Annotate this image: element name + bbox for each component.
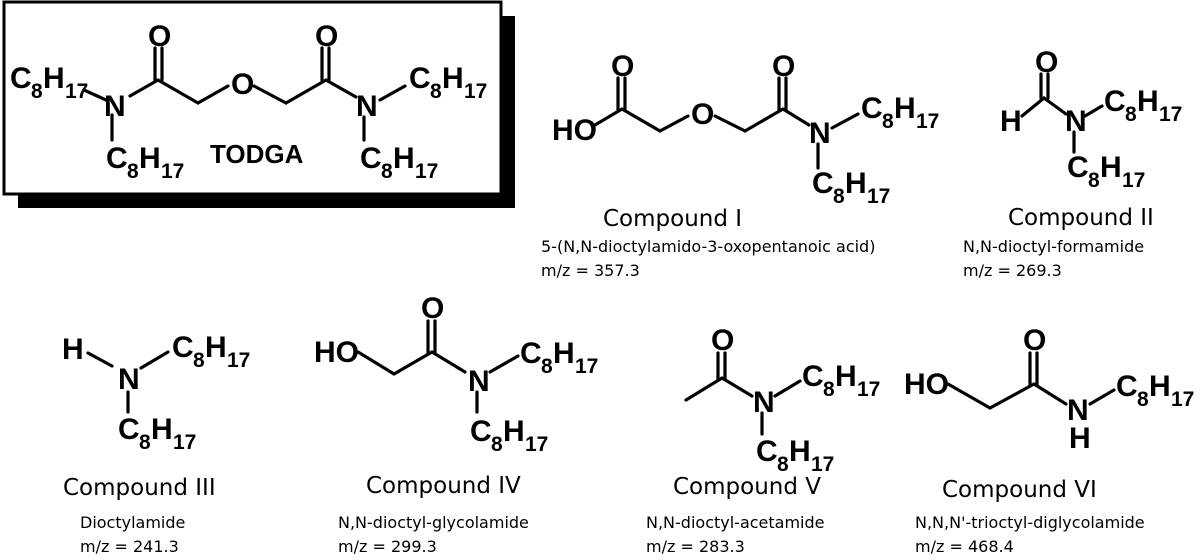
compound-1-octyl-top	[861, 92, 940, 133]
compound-2-structure: H O N	[1000, 46, 1183, 192]
compound-6-hydroxyl: HO	[904, 368, 949, 401]
compound-6-amide-hydrogen: H	[1069, 422, 1091, 455]
compound-4-octyl-top	[520, 337, 599, 378]
compound-3-nitrogen: N	[118, 363, 140, 396]
compound-4-nitrogen: N	[468, 365, 490, 398]
todga-ether-oxygen: O	[231, 68, 254, 101]
todga-structure: O O O N N TODGA	[2, 0, 515, 208]
compound-5-mz: m/z = 283.3	[646, 537, 745, 556]
compound-6-mz: m/z = 468.4	[915, 537, 1014, 556]
compound-2-iupac: N,N-dioctyl-formamide	[963, 237, 1144, 256]
compound-1-nitrogen: N	[809, 117, 831, 150]
compound-5-nitrogen: N	[753, 386, 775, 419]
compound-1-mz: m/z = 357.3	[541, 261, 640, 280]
compound-6-nitrogen: N	[1067, 394, 1089, 427]
compound-6-oxygen: O	[1023, 324, 1046, 357]
compound-1-octyl-bottom	[812, 167, 891, 208]
todga-nitrogen-left: N	[104, 90, 126, 123]
compound-5-name: Compound V	[673, 474, 821, 500]
compound-4-structure: HO O N	[314, 292, 599, 456]
compound-2-name: Compound II	[1008, 205, 1154, 231]
compound-5-structure: O N	[684, 324, 881, 476]
compound-5-octyl-bottom	[756, 435, 835, 476]
compound-1-hydroxyl: HO	[552, 114, 597, 147]
compound-3-octyl-top	[172, 331, 251, 372]
compound-5-oxygen: O	[711, 324, 734, 357]
compound-5-octyl-top	[802, 360, 881, 401]
compound-2-nitrogen: N	[1065, 105, 1087, 138]
compound-6-name: Compound VI	[942, 477, 1097, 503]
compound-4-iupac: N,N-dioctyl-glycolamide	[338, 513, 529, 532]
compound-3-octyl-bottom	[118, 413, 197, 454]
compound-2-mz: m/z = 269.3	[963, 261, 1062, 280]
compound-2-hydrogen: H	[1000, 105, 1022, 138]
compound-4-mz: m/z = 299.3	[338, 537, 437, 556]
compound-2-octyl-bottom	[1067, 151, 1146, 192]
compound-3-structure: H N	[62, 331, 251, 454]
compound-6-structure: HO O N H	[904, 324, 1195, 455]
compound-2-oxygen: O	[1035, 46, 1058, 79]
compound-3-hydrogen: H	[62, 333, 84, 366]
todga-nitrogen-right: N	[356, 90, 378, 123]
compound-6-iupac: N,N,N'-trioctyl-diglycolamide	[915, 513, 1145, 532]
compound-1-name: Compound I	[603, 206, 742, 232]
compound-4-octyl-bottom	[470, 415, 549, 456]
todga-oxygen-left: O	[148, 20, 171, 53]
todga-oxygen-right: O	[315, 20, 338, 53]
compound-6-octyl	[1116, 370, 1195, 411]
compound-1-structure: HO O O O N	[552, 50, 940, 208]
todga-label: TODGA	[210, 139, 304, 169]
compound-3-name: Compound III	[63, 475, 216, 501]
compound-5-iupac: N,N-dioctyl-acetamide	[646, 513, 825, 532]
compound-3-mz: m/z = 241.3	[80, 537, 179, 556]
compound-3-iupac: Dioctylamide	[80, 513, 185, 532]
compound-1-oxygen-acid: O	[611, 50, 634, 83]
compound-1-iupac: 5-(N,N-dioctylamido-3-oxopentanoic acid)	[541, 237, 875, 256]
compound-2-octyl-top	[1104, 85, 1183, 126]
compound-4-name: Compound IV	[366, 473, 521, 499]
compound-1-ether-oxygen: O	[691, 98, 714, 131]
compound-4-oxygen: O	[421, 292, 444, 325]
compound-1-oxygen-amide: O	[772, 50, 795, 83]
compound-4-hydroxyl: HO	[314, 336, 359, 369]
